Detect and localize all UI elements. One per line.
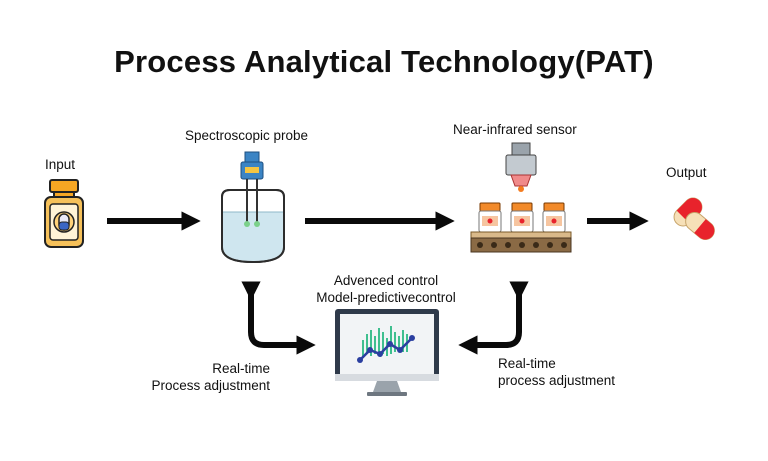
- arrow-left-feedback: [241, 281, 316, 355]
- right-adjustment-line1: Real-time: [498, 356, 556, 371]
- arrow-right-feedback: [458, 281, 529, 355]
- input-label: Input: [45, 157, 76, 172]
- nir-sensor-conveyor-icon: [470, 142, 572, 253]
- left-adjustment-line2: Process adjustment: [151, 378, 270, 393]
- control-label-line2: Model-predictivecontrol: [316, 290, 456, 305]
- control-label: Advenced control Model-predictivecontrol: [296, 272, 476, 306]
- diagram-title: Process Analytical Technology(PAT): [114, 44, 654, 79]
- reactor-vessel-icon: [221, 151, 285, 264]
- medicine-bottle-icon: [44, 179, 84, 248]
- output-label: Output: [666, 165, 707, 180]
- control-label-line1: Advenced control: [333, 273, 439, 288]
- left-adjustment-label: Real-time Process adjustment: [140, 360, 270, 394]
- nir-sensor-label: Near-infrared sensor: [453, 122, 577, 137]
- right-adjustment-label: Real-time process adjustment: [498, 355, 615, 389]
- capsules-icon: [673, 197, 715, 240]
- right-adjustment-line2: process adjustment: [498, 373, 616, 388]
- left-adjustment-line1: Real-time: [212, 361, 270, 376]
- monitor-chart-icon: [335, 309, 439, 396]
- spectroscopic-probe-label: Spectroscopic probe: [185, 128, 309, 143]
